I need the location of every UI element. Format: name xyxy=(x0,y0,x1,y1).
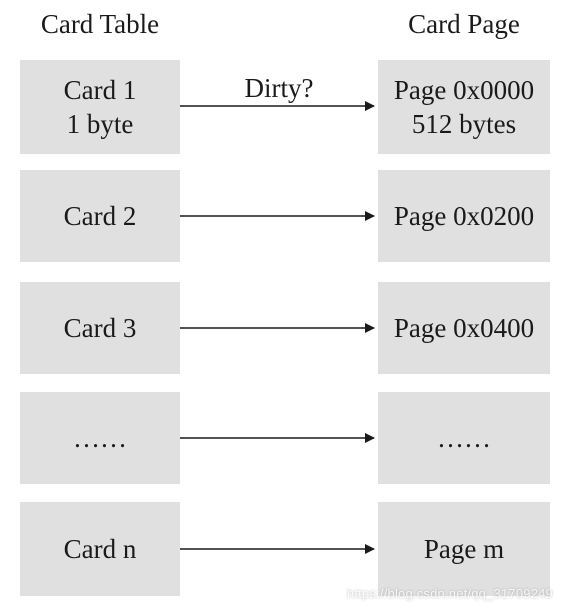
card-page-header: Card Page xyxy=(408,9,520,39)
card-table-header: Card Table xyxy=(40,9,160,39)
page-box-1: Page 0x0000 512 bytes xyxy=(378,60,550,154)
card-label: Card 2 xyxy=(63,201,137,231)
card-box-1: Card 1 1 byte xyxy=(20,60,180,154)
page-size-label: 512 bytes xyxy=(411,109,517,139)
watermark: https://blog.csdn.net/qq_31709249 xyxy=(346,586,553,601)
card-box-ellipsis: …… xyxy=(20,392,180,484)
card-box-n: Card n xyxy=(20,502,180,596)
page-box-2: Page 0x0200 xyxy=(378,170,550,262)
page-box-3: Page 0x0400 xyxy=(378,282,550,374)
page-label: Page 0x0400 xyxy=(393,313,535,343)
card-ellipsis-label: …… xyxy=(73,423,127,453)
page-box-m: Page m xyxy=(378,502,550,596)
page-box-ellipsis: …… xyxy=(378,392,550,484)
card-label: Card n xyxy=(63,534,137,564)
card-box-3: Card 3 xyxy=(20,282,180,374)
page-label: Page m xyxy=(423,534,505,564)
page-label: Page 0x0000 xyxy=(393,75,535,105)
page-label: Page 0x0200 xyxy=(393,201,535,231)
card-label: Card 3 xyxy=(63,313,137,343)
card-size-label: 1 byte xyxy=(66,109,134,139)
card-label: Card 1 xyxy=(63,75,137,105)
dirty-arrow-label: Dirty? xyxy=(244,73,314,103)
card-box-2: Card 2 xyxy=(20,170,180,262)
page-ellipsis-label: …… xyxy=(437,423,491,453)
